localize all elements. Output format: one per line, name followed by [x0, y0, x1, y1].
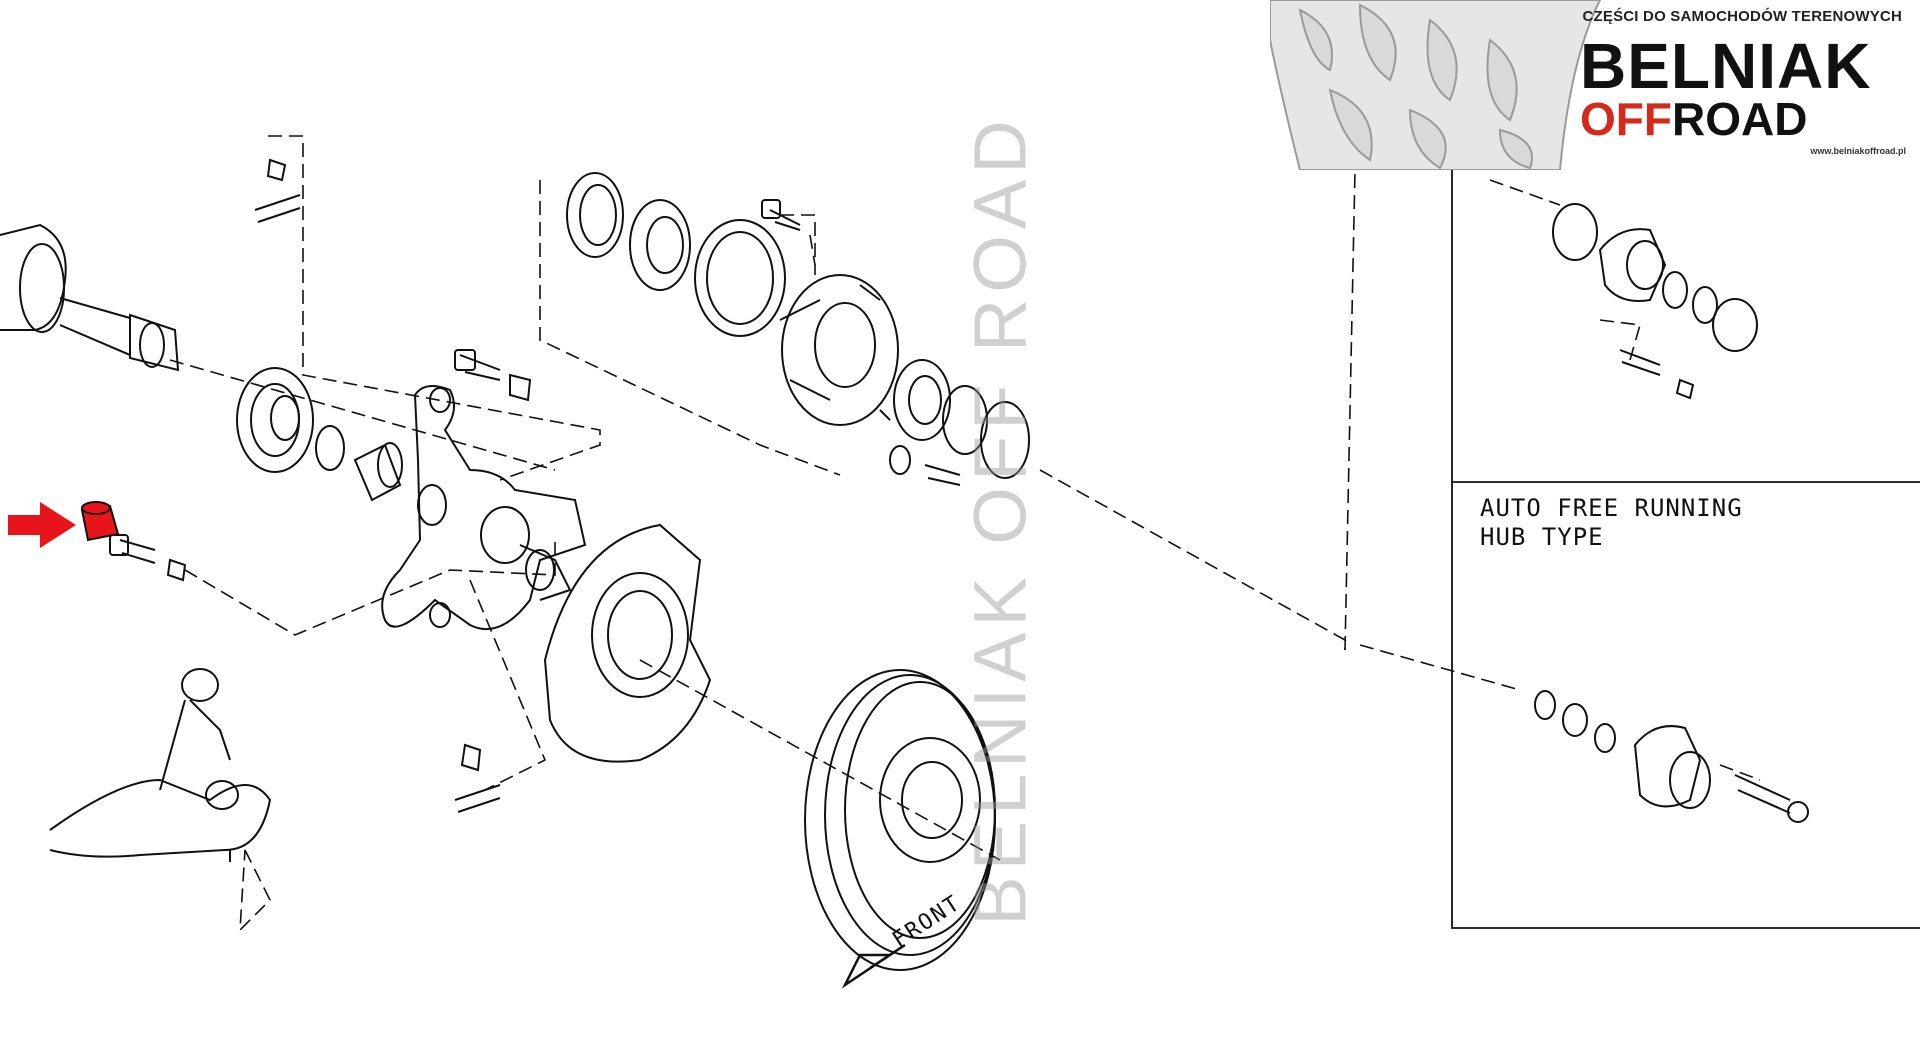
logo-brand-name: BELNIAK — [1580, 30, 1872, 102]
brake-rotor — [804, 669, 996, 971]
steering-knuckle — [381, 385, 587, 630]
tire-tread-graphic — [1270, 0, 1920, 170]
snap-ring — [889, 445, 911, 475]
drive-shaft — [0, 223, 180, 372]
logo-tagline: CZĘŚCI DO SAMOCHODÓW TERENOWYCH — [1582, 8, 1902, 25]
inner-bearing — [236, 367, 314, 473]
dust-shield — [543, 523, 712, 763]
bushing-bolt — [109, 534, 187, 582]
logo-off-text: OFF — [1580, 93, 1672, 145]
logo-url[interactable]: www.belniakoffroad.pl — [1810, 146, 1906, 156]
brand-logo[interactable]: CZĘŚCI DO SAMOCHODÓW TERENOWYCH BELNIAK … — [1270, 0, 1920, 170]
highlighted-bushing — [80, 501, 120, 542]
watermark-text: BELNIAK OFF ROAD — [958, 114, 1042, 926]
lower-control-arm — [49, 668, 272, 862]
hub-bearing — [893, 359, 951, 441]
outer-bearing — [629, 199, 691, 291]
hub-seal — [942, 385, 1030, 479]
inset-label: AUTO FREE RUNNING HUB TYPE — [1480, 494, 1743, 552]
seal-ring-left — [315, 425, 345, 471]
highlight-arrow — [8, 502, 76, 548]
logo-road-text: ROAD — [1671, 93, 1808, 145]
auto-hub-parts — [1534, 690, 1809, 823]
auto-free-running-hub-panel — [1451, 170, 1920, 929]
needle-bearing — [353, 442, 403, 502]
oil-seal — [566, 172, 624, 258]
inset-label-line2: HUB TYPE — [1480, 523, 1604, 551]
front-arrow — [841, 943, 906, 989]
abs-ring — [694, 219, 786, 337]
assembly-leader-lines — [169, 135, 1761, 933]
hub-bolt — [924, 464, 961, 486]
manual-hub-parts — [1552, 203, 1758, 400]
wheel-hub — [761, 199, 899, 426]
inset-label-line1: AUTO FREE RUNNING — [1480, 494, 1743, 522]
knuckle-bolts — [254, 158, 532, 813]
logo-offroad: OFFROAD — [1580, 96, 1807, 142]
